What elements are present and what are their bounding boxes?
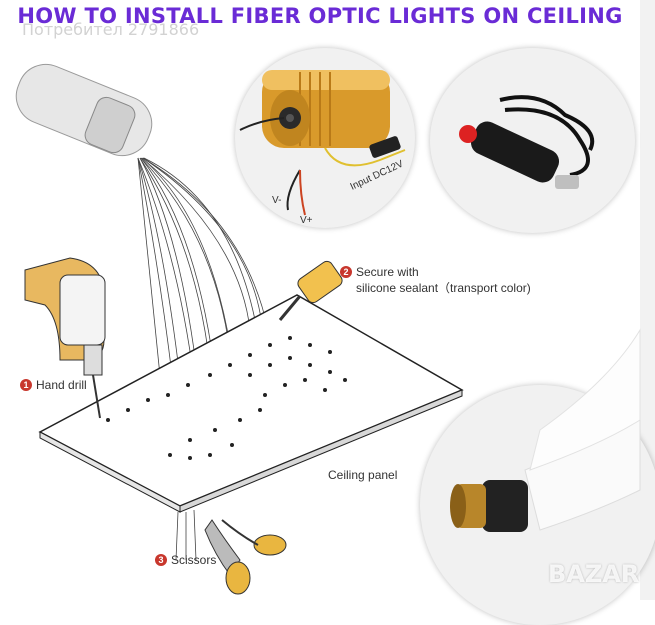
step-scissors: 3 Scissors: [155, 553, 216, 567]
step-hand-drill: 1 Hand drill: [20, 378, 87, 392]
step-text: Scissors: [171, 553, 217, 567]
v-minus-label: V-: [272, 195, 281, 206]
step-text: Secure with: [356, 265, 419, 279]
illuminator-icon: [15, 63, 153, 157]
step-sealant-line2: silicone sealant（transport color): [356, 281, 531, 295]
ceiling-panel-icon: [38, 294, 464, 513]
step-text: Hand drill: [36, 378, 87, 392]
scissors-icon: [204, 519, 287, 595]
light-engine-icon: [239, 70, 406, 216]
panel-holes: [106, 336, 347, 460]
fiber-bundle-icon: [450, 328, 641, 532]
step-number-badge: 2: [340, 266, 352, 278]
ceiling-panel-label: Ceiling panel: [328, 468, 398, 482]
hand-drill-icon: [24, 257, 106, 419]
sealant-tube-icon: [278, 260, 343, 321]
step-number-badge: 3: [155, 554, 167, 566]
input-dc12v-label: Input DC12V: [349, 158, 406, 192]
step-sealant: 2 Secure with: [340, 265, 419, 279]
v-plus-label: V+: [300, 215, 313, 226]
install-illustration: Input DC12V V- V+: [15, 63, 641, 595]
lower-strands: [175, 509, 197, 561]
car-plug-icon: [459, 95, 595, 189]
step-number-badge: 1: [20, 379, 32, 391]
watermark-text: Потребител 2791866: [22, 20, 200, 39]
page-title: HOW TO INSTALL FIBER OPTIC LIGHTS ON CEI…: [17, 4, 623, 28]
watermark-logo: BAZAR: [548, 560, 640, 588]
